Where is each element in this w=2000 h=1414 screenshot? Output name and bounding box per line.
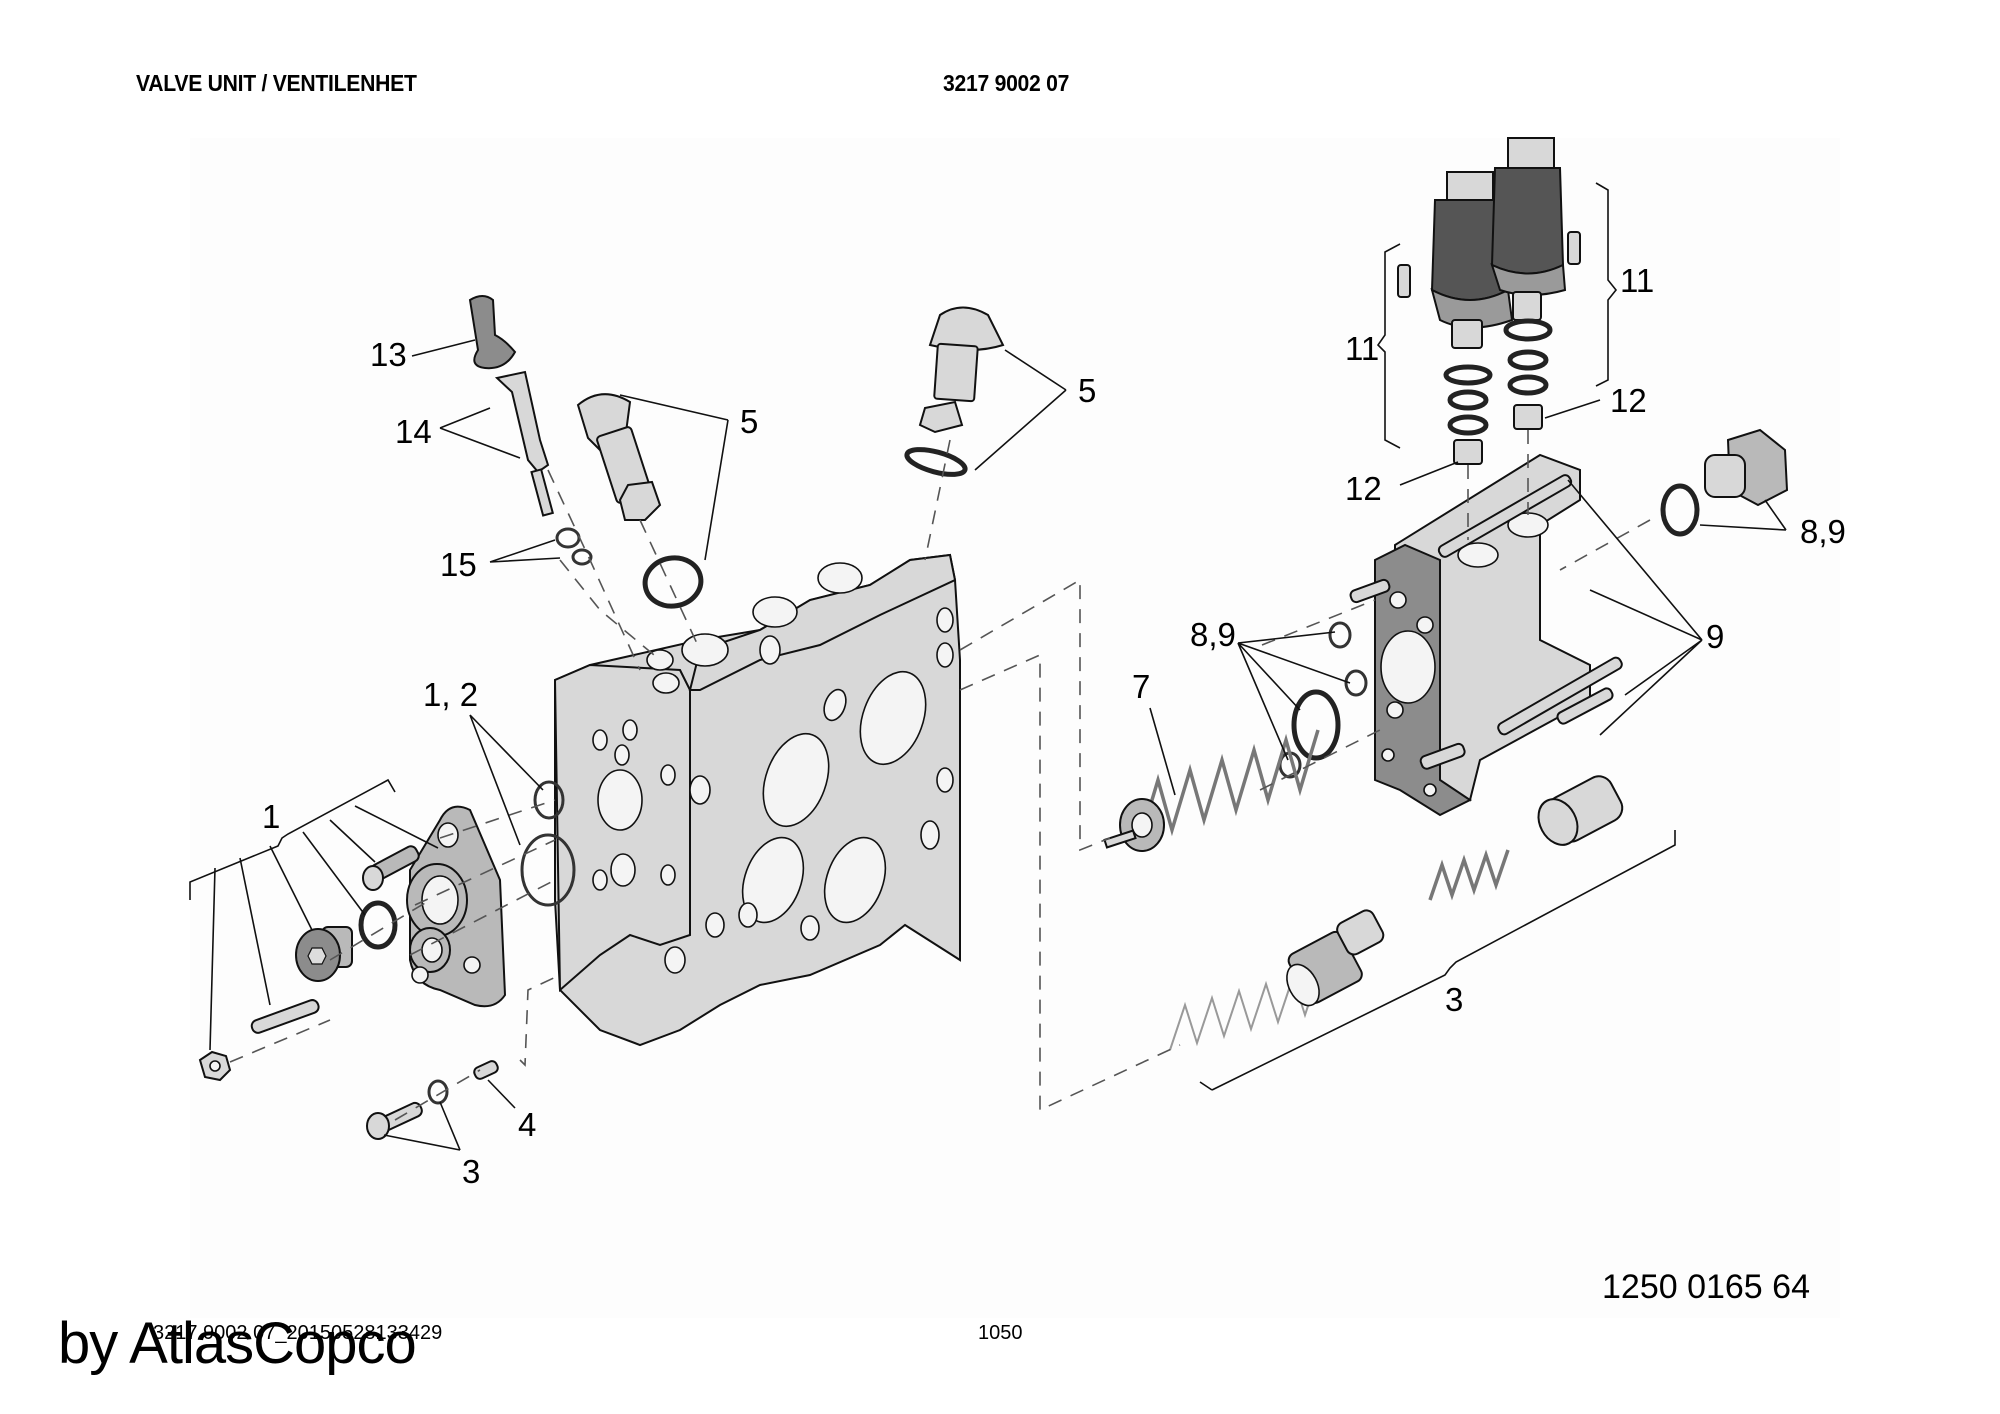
- callout-12-left: 12: [1345, 470, 1382, 507]
- seal-ring-5b: [904, 447, 968, 477]
- callout-9: 9: [1706, 618, 1725, 655]
- callout-1: 1: [262, 798, 281, 835]
- solenoid-valve-right: [1490, 137, 1567, 430]
- watermark: by AtlasCopco: [58, 1311, 417, 1376]
- end-plate-bolts: [1349, 474, 1623, 770]
- stud: [250, 999, 320, 1034]
- flange-screw: [362, 845, 420, 891]
- seal-rings-15: [555, 527, 593, 566]
- bolt-set-3-left: [366, 1079, 449, 1140]
- page-title: VALVE UNIT / VENTILENHET: [136, 70, 417, 96]
- callout-5-left: 5: [740, 403, 759, 440]
- end-plate-plug: [1660, 428, 1789, 537]
- callout-15: 15: [440, 546, 477, 583]
- page-number: 1050: [978, 1322, 1023, 1344]
- spring-7: [1103, 729, 1320, 852]
- callout-7: 7: [1132, 668, 1151, 705]
- flange-seal: [358, 900, 398, 950]
- flange-orings: [520, 780, 576, 907]
- callout-14: 14: [395, 413, 432, 450]
- pilot-cartridge: [494, 370, 555, 517]
- callout-4: 4: [518, 1106, 537, 1143]
- callout-3-left: 3: [462, 1153, 481, 1190]
- end-plate-orings: [1278, 621, 1368, 779]
- callout-11-right: 11: [1620, 262, 1655, 299]
- callout-11-left: 11: [1345, 330, 1380, 367]
- callout-8-9-left: 8,9: [1190, 616, 1236, 653]
- end-cover-plate: [1374, 453, 1591, 817]
- callout-13: 13: [370, 336, 407, 373]
- callout-8-9-right: 8,9: [1800, 513, 1846, 550]
- spool-assembly: [1169, 775, 1624, 1051]
- plug-4: [473, 1060, 499, 1080]
- callout-3-right: 3: [1445, 981, 1464, 1018]
- bracket-11-left: [1376, 243, 1401, 449]
- valve-body: [553, 553, 961, 1047]
- nut: [198, 1050, 232, 1082]
- protective-cap: [468, 295, 517, 370]
- drawing-code: 1250 0165 64: [1602, 1268, 1810, 1306]
- callout-12-right: 12: [1610, 382, 1647, 419]
- relief-valve-plug-right: [918, 306, 1005, 434]
- seal-ring-5a: [642, 555, 704, 609]
- flange-cover: [406, 805, 507, 1008]
- leader-lines: [189, 339, 1787, 1151]
- relief-valve-plug: [576, 393, 662, 521]
- callout-5-right: 5: [1078, 372, 1097, 409]
- solenoid-screws: [1397, 231, 1581, 298]
- callout-1-2: 1, 2: [423, 676, 479, 713]
- bracket-3-right: [1199, 830, 1676, 1091]
- assembly-lines: [229, 430, 1651, 1121]
- footer-document-id: 3217 9002 07_20150528133429: [153, 1322, 443, 1344]
- solenoid-valve-left: [1430, 171, 1514, 465]
- plug: [295, 926, 353, 982]
- document-number: 3217 9002 07: [943, 70, 1070, 96]
- drawing-area: [190, 138, 1840, 1318]
- bracket-11-right: [1595, 182, 1618, 387]
